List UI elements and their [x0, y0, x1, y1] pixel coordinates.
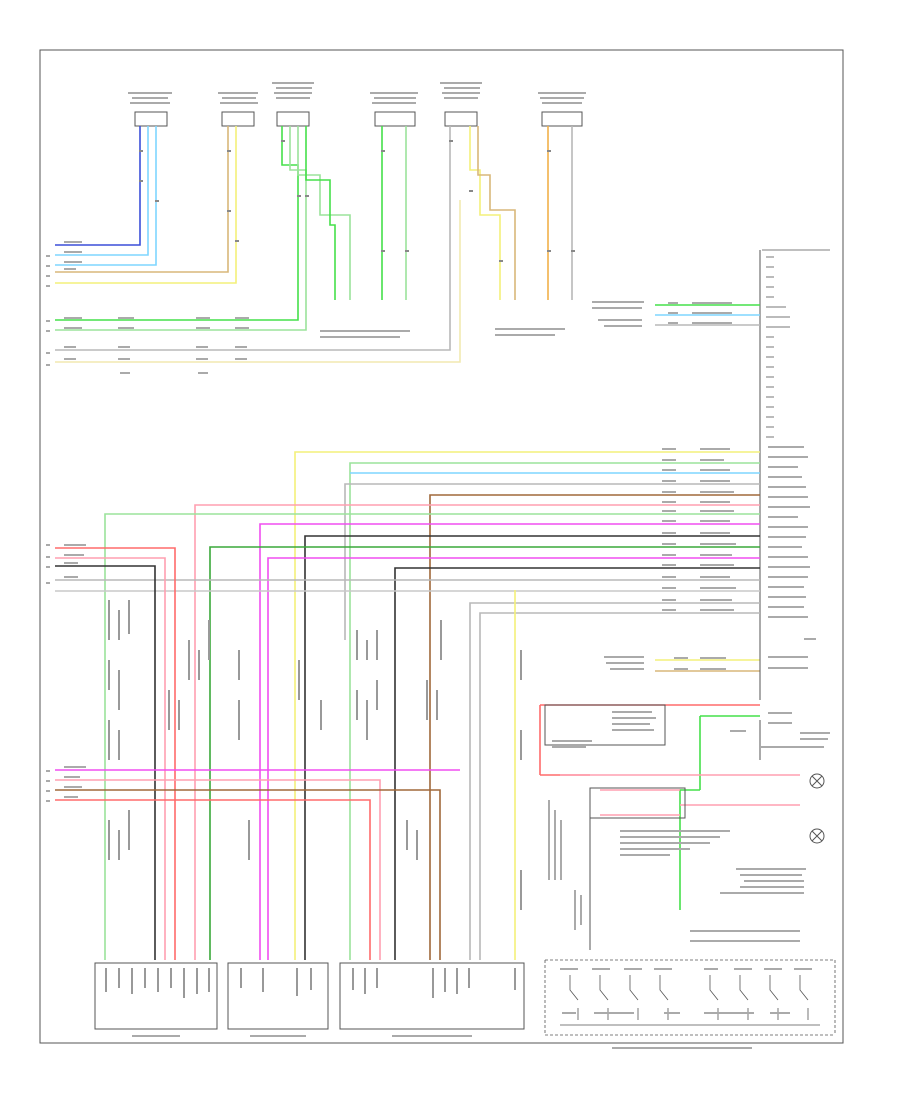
- top-left-wire-labels: [64, 241, 565, 374]
- module-infotainment: [339, 962, 525, 1030]
- lamp-1-icon: [809, 773, 825, 789]
- lower-right-circuits: [539, 659, 800, 950]
- bottom-module-pin-labels: [105, 968, 516, 998]
- module-audio-amplifier: [227, 962, 329, 1030]
- diagram-frame: [39, 49, 844, 1044]
- left-edge-labels: [46, 255, 86, 802]
- top-connectors: [134, 111, 583, 127]
- lower-right-labels: [548, 638, 830, 942]
- connector-speaker-1: [134, 111, 168, 127]
- lamp-2-icon: [809, 828, 825, 844]
- connector-speaker-5: [444, 111, 478, 127]
- bus-wire-labels: [662, 448, 736, 611]
- switch-assembly: [544, 959, 836, 1036]
- bottom-modules: [94, 962, 525, 1030]
- relay-box: [589, 787, 686, 819]
- top-wires: [55, 126, 573, 363]
- right-upper-wires: [655, 304, 760, 326]
- right-upper-wire-labels: [592, 301, 732, 327]
- middle-bus-wires: [55, 451, 760, 960]
- left-bus-wires: [55, 547, 516, 960]
- top-wire-markers: [139, 140, 575, 262]
- switch-assembly-labels: [560, 968, 812, 1014]
- lower-right-components: [544, 640, 825, 844]
- top-connector-labels: [128, 82, 586, 104]
- connector-speaker-2: [221, 111, 255, 127]
- connector-speaker-4: [374, 111, 416, 127]
- label-box: [544, 704, 666, 746]
- middle-vertical-labels: [108, 600, 522, 910]
- bottom-module-titles: [132, 1035, 752, 1049]
- module-fuse-block: [94, 962, 218, 1030]
- right-module-connector: [759, 249, 830, 640]
- connector-speaker-3: [276, 111, 310, 127]
- connector-speaker-6: [541, 111, 583, 127]
